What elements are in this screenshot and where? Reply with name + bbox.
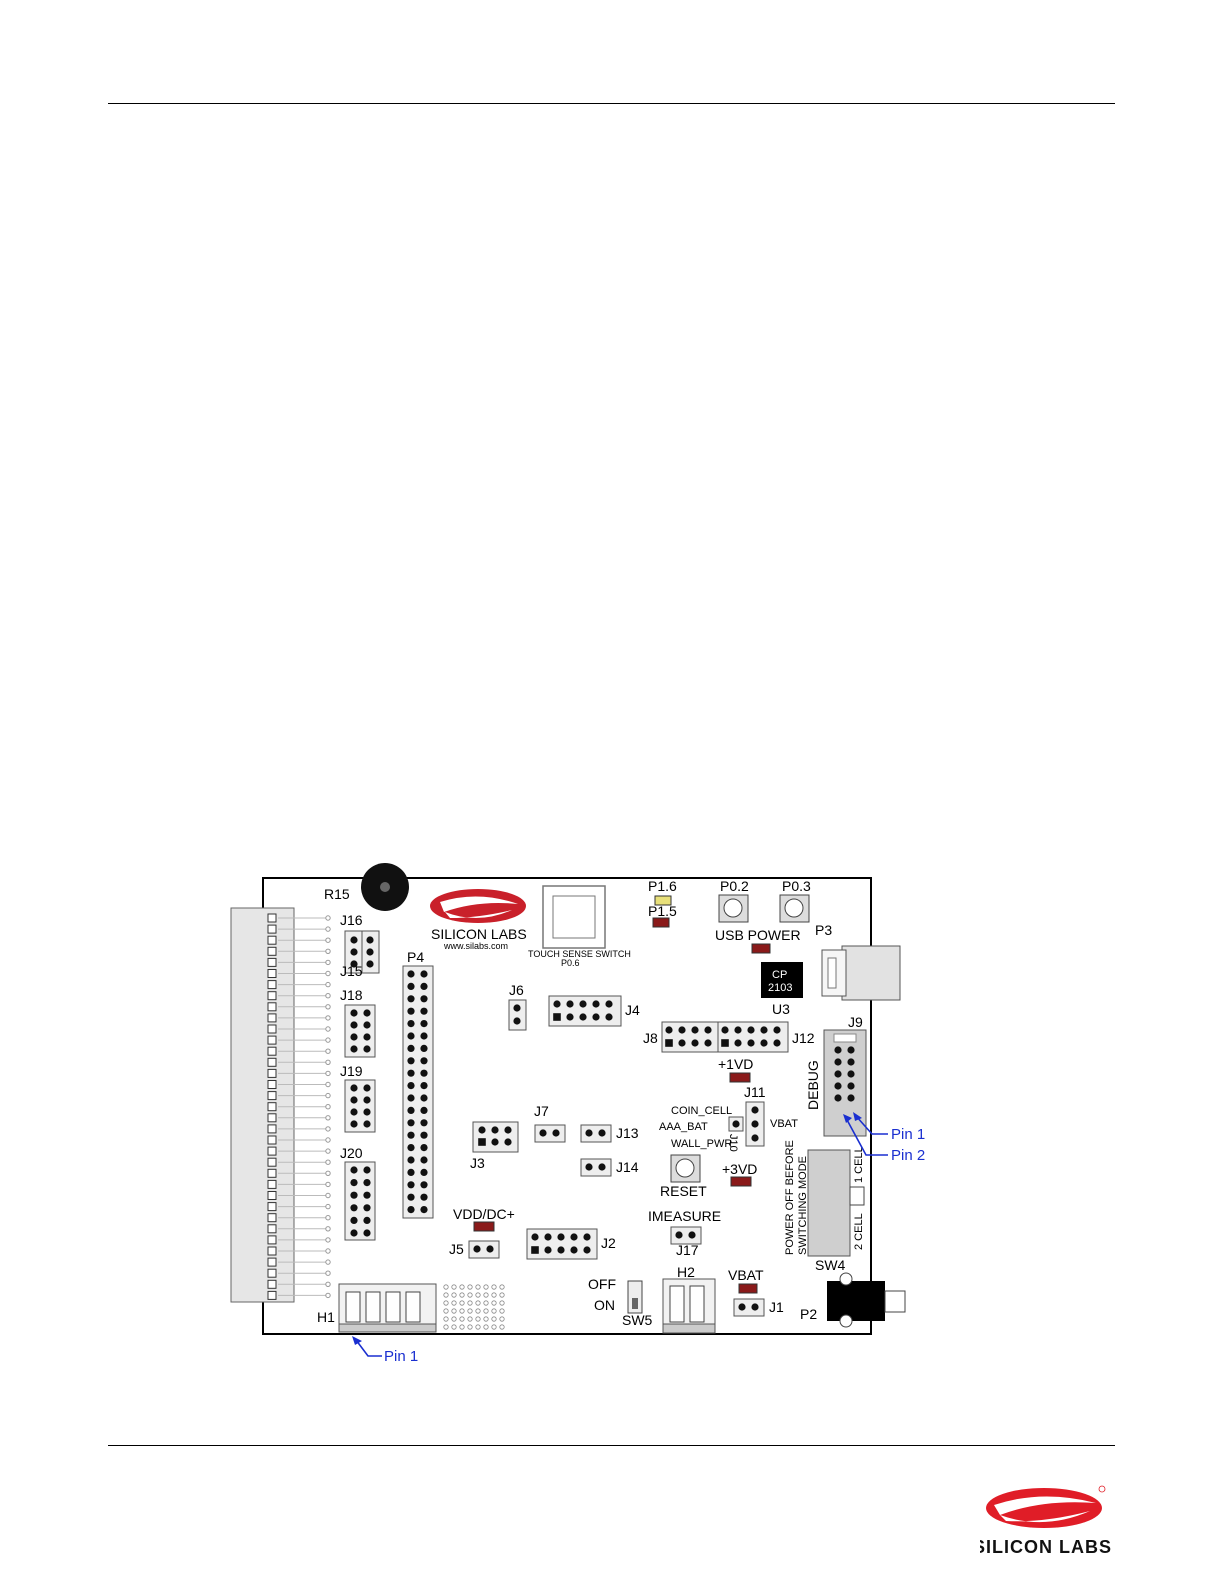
- label-j11: J11: [744, 1084, 766, 1100]
- p4-header: [402, 965, 434, 1219]
- label-j12: J12: [792, 1030, 815, 1046]
- label-p0-2: P0.2: [720, 878, 749, 894]
- touch-sense-label: TOUCH SENSE SWITCH: [528, 949, 631, 959]
- label-p0-3: P0.3: [782, 878, 811, 894]
- label-j6: J6: [509, 982, 524, 998]
- j13-header: [580, 1124, 612, 1143]
- label-sw5: SW5: [622, 1312, 653, 1328]
- label-aaa-bat: AAA_BAT: [659, 1121, 708, 1133]
- edge-connector-traces: [278, 915, 331, 1299]
- led-vbat: [738, 1283, 758, 1294]
- label-j5: J5: [449, 1241, 464, 1257]
- label-usb-power: USB POWER: [715, 927, 801, 943]
- label-j3: J3: [470, 1155, 485, 1171]
- label-p1-5: P1.5: [648, 903, 677, 919]
- label-j1: J1: [769, 1299, 784, 1315]
- touch-sense-sub: P0.6: [561, 958, 580, 968]
- label-1-cell: 1 CELL: [853, 1146, 865, 1183]
- label-sw4: SW4: [815, 1257, 846, 1273]
- board-logo-swoosh: [430, 889, 526, 923]
- chip-line2: 2103: [768, 982, 792, 994]
- footer-logo-text: SILICON LABS: [980, 1537, 1112, 1557]
- label-plus-1vd: +1VD: [718, 1056, 753, 1072]
- label-j16: J16: [340, 912, 363, 928]
- label-j9: J9: [848, 1014, 863, 1030]
- led-vdd-dc: [473, 1221, 495, 1232]
- label-j13: J13: [616, 1125, 639, 1141]
- label-h1: H1: [317, 1309, 335, 1325]
- j6-header: [508, 999, 527, 1031]
- p2-power-jack: [827, 1272, 906, 1328]
- label-power-off-1: POWER OFF BEFORE: [784, 1140, 796, 1255]
- label-vbat-j10: VBAT: [770, 1118, 798, 1130]
- label-h2: H2: [677, 1264, 695, 1280]
- label-j19: J19: [340, 1063, 363, 1079]
- label-wall-pwr: WALL_PWR: [671, 1138, 732, 1150]
- led-p1-6: [654, 895, 672, 906]
- label-reset: RESET: [660, 1183, 707, 1199]
- cp2103-chip: [761, 962, 803, 998]
- callout-pin2-debug: Pin 2: [891, 1147, 925, 1164]
- prototype-dot-grid: [443, 1284, 505, 1330]
- sw4-switch: [807, 1149, 851, 1257]
- label-j20: J20: [340, 1145, 363, 1161]
- callout-leaders: [355, 1115, 888, 1357]
- led-usb-power: [751, 943, 771, 954]
- led-plus-1vd: [729, 1072, 751, 1083]
- j20-header: [344, 1161, 376, 1241]
- label-p3: P3: [815, 922, 832, 938]
- chip-line1: CP: [772, 969, 787, 981]
- label-2-cell: 2 CELL: [853, 1213, 865, 1250]
- label-debug: DEBUG: [805, 1060, 821, 1110]
- label-imeasure: IMEASURE: [648, 1208, 721, 1224]
- r15-potentiometer: [361, 863, 409, 911]
- label-j8: J8: [643, 1030, 658, 1046]
- label-j10: J10: [727, 1134, 739, 1152]
- label-j14: J14: [616, 1159, 639, 1175]
- led-plus-3vd: [730, 1176, 752, 1187]
- label-j15: J15: [340, 963, 363, 979]
- label-vdd-dc: VDD/DC+: [453, 1206, 515, 1222]
- label-j17: J17: [676, 1242, 699, 1258]
- callout-pin1-debug: Pin 1: [891, 1126, 925, 1143]
- label-j18: J18: [340, 987, 363, 1003]
- footer-rule: [108, 1445, 1115, 1446]
- label-r15: R15: [324, 886, 350, 902]
- j14-header: [580, 1158, 612, 1177]
- label-power-off-2: SWITCHING MODE: [797, 1156, 809, 1255]
- label-j2: J2: [601, 1235, 616, 1251]
- label-on: ON: [594, 1297, 615, 1313]
- label-vbat: VBAT: [728, 1267, 764, 1283]
- edge-connector: [230, 907, 295, 1303]
- label-u3: U3: [772, 1001, 790, 1017]
- j4-header: [548, 995, 622, 1027]
- label-j7: J7: [534, 1103, 549, 1119]
- j17-header: [670, 1226, 702, 1245]
- label-p1-6: P1.6: [648, 878, 677, 894]
- edge-connector-pins: [267, 913, 277, 1300]
- j8-header: [661, 1021, 719, 1053]
- j5-header: [468, 1240, 500, 1259]
- led-p1-5: [652, 917, 670, 928]
- label-off: OFF: [588, 1276, 616, 1292]
- header-rule: [108, 103, 1115, 104]
- label-p4: P4: [407, 949, 424, 965]
- j1-header: [733, 1298, 765, 1317]
- label-plus-3vd: +3VD: [722, 1161, 757, 1177]
- callout-pin1-h1: Pin 1: [384, 1348, 418, 1365]
- label-p2: P2: [800, 1306, 817, 1322]
- usb-connector-p3: [821, 945, 901, 1001]
- board-website: www.silabs.com: [443, 941, 508, 951]
- sw5-switch: [627, 1280, 643, 1314]
- footer-silicon-labs-logo: SILICON LABS: [980, 1485, 1112, 1557]
- label-coin-cell: COIN_CELL: [671, 1105, 732, 1117]
- j7-header: [534, 1124, 566, 1143]
- logo-swoosh-icon: [986, 1488, 1102, 1528]
- board-brand: SILICON LABS: [431, 926, 527, 942]
- label-j4: J4: [625, 1002, 640, 1018]
